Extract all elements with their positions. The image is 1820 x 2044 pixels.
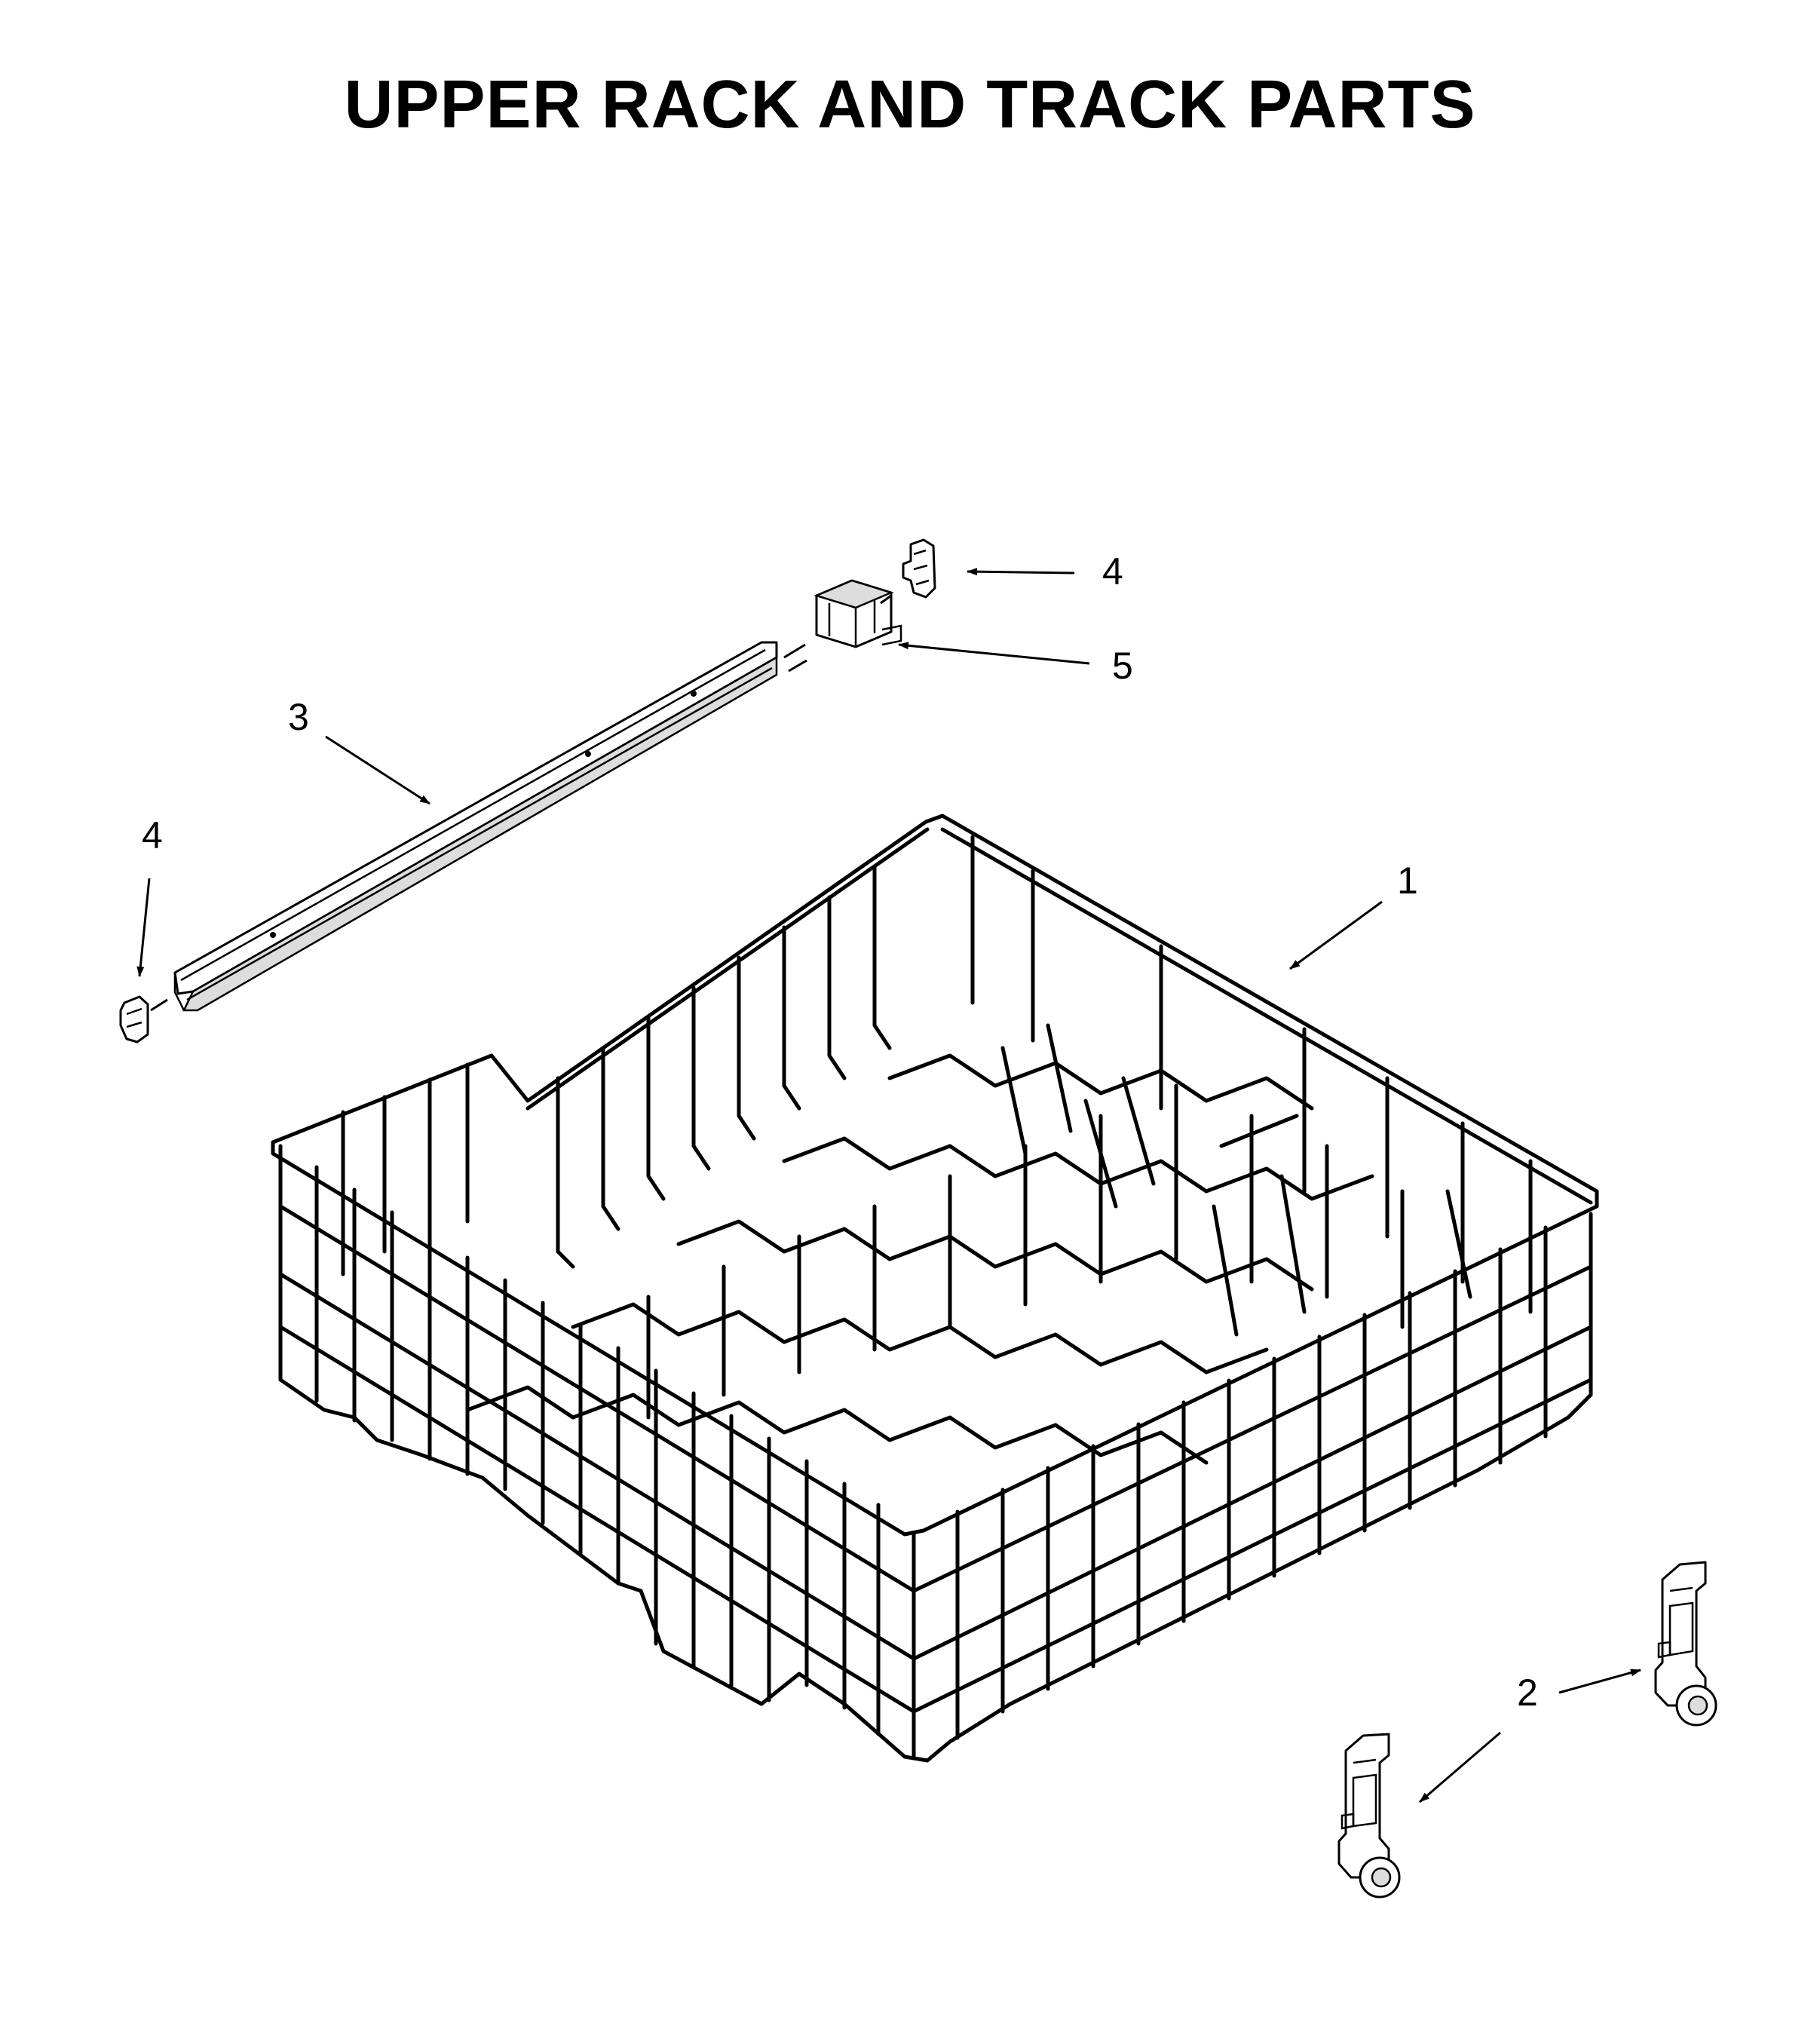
rack-track-rail-icon [173,641,807,1012]
rack-adjuster-icon [1654,1561,1717,1727]
rack-front-right-tines [955,1225,1548,1740]
rack-interior-tines [465,1023,1472,1465]
track-stop-icon [813,579,902,648]
callout-label-4-lower: 4 [142,814,163,857]
rack-front-left-tines [314,1165,881,1736]
callout-label-4-upper: 4 [1102,550,1123,593]
upper-rack-basket-icon [271,814,1599,1763]
callout-label-1: 1 [1397,860,1418,902]
leader-lines [136,568,1641,1803]
callout-label-2: 2 [1517,1672,1538,1714]
rack-back-left-tines [341,865,892,1276]
rack-adjuster-icon [1337,1733,1401,1898]
callout-label-3: 3 [288,696,309,738]
track-end-cap-icon [119,995,168,1043]
track-end-cap-icon [880,538,936,605]
diagram-title: UPPER RACK AND TRACK PARTS [344,67,1476,142]
callout-label-5: 5 [1112,645,1133,687]
